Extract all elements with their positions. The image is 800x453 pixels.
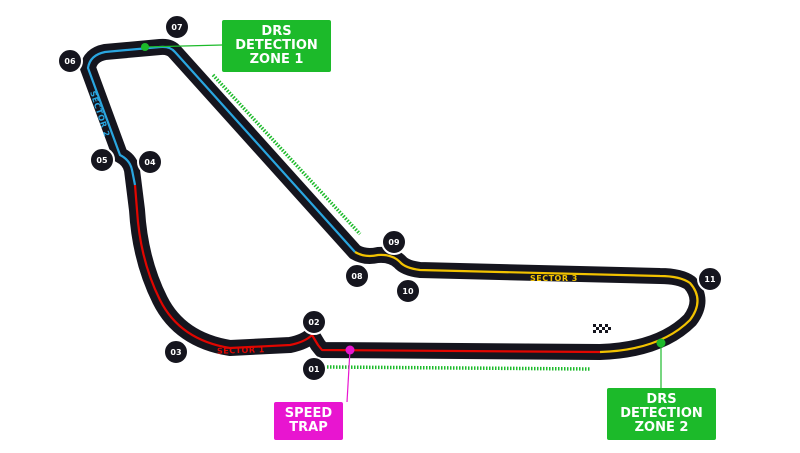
drs-1-connector — [144, 44, 223, 48]
drs-1-line2: DETECTION — [235, 38, 318, 53]
drs-2-line1: DRS — [646, 392, 677, 407]
turn-10-badge: 10 — [395, 278, 421, 304]
speed-trap-point — [345, 345, 355, 355]
speed-trap-line2: TRAP — [289, 420, 328, 435]
drs-1-point — [141, 43, 149, 51]
drs-zone-2-dots — [326, 365, 591, 371]
drs-2-line3: ZONE 2 — [634, 420, 689, 435]
chequered-flag-icon — [593, 324, 611, 335]
turn-02-badge: 02 — [301, 309, 327, 335]
sector-1-label: SECTOR 1 — [217, 345, 265, 356]
speed-trap-label: SPEED TRAP — [274, 402, 343, 440]
turn-07-badge: 07 — [164, 14, 190, 40]
sector-1-line — [133, 184, 601, 354]
turn-01-badge: 01 — [301, 356, 327, 382]
drs-1-line1: DRS — [261, 24, 292, 39]
turn-11-badge: 11 — [697, 266, 723, 292]
drs-2-point — [656, 338, 666, 348]
drs-2-line2: DETECTION — [620, 406, 703, 421]
sector-2-line — [86, 45, 356, 253]
drs-detection-zone-1-label: DRS DETECTION ZONE 1 — [222, 20, 331, 72]
drs-zone-1-dots — [211, 73, 362, 236]
direction-chevrons-icon — [540, 327, 554, 339]
speed-trap-connector — [346, 349, 351, 403]
turn-04-badge: 04 — [137, 149, 163, 175]
sector-3-label: SECTOR 3 — [530, 274, 578, 283]
turn-09-badge: 09 — [381, 229, 407, 255]
drs-detection-zone-2-label: DRS DETECTION ZONE 2 — [607, 388, 716, 440]
turn-06-badge: 06 — [57, 48, 83, 74]
turn-05-badge: 05 — [89, 147, 115, 173]
speed-trap-line1: SPEED — [284, 406, 333, 421]
track-outline — [80, 38, 706, 360]
drs-1-line3: ZONE 1 — [249, 52, 304, 67]
sector-3-line — [354, 251, 699, 354]
turn-03-badge: 03 — [163, 339, 189, 365]
turn-08-badge: 08 — [344, 263, 370, 289]
